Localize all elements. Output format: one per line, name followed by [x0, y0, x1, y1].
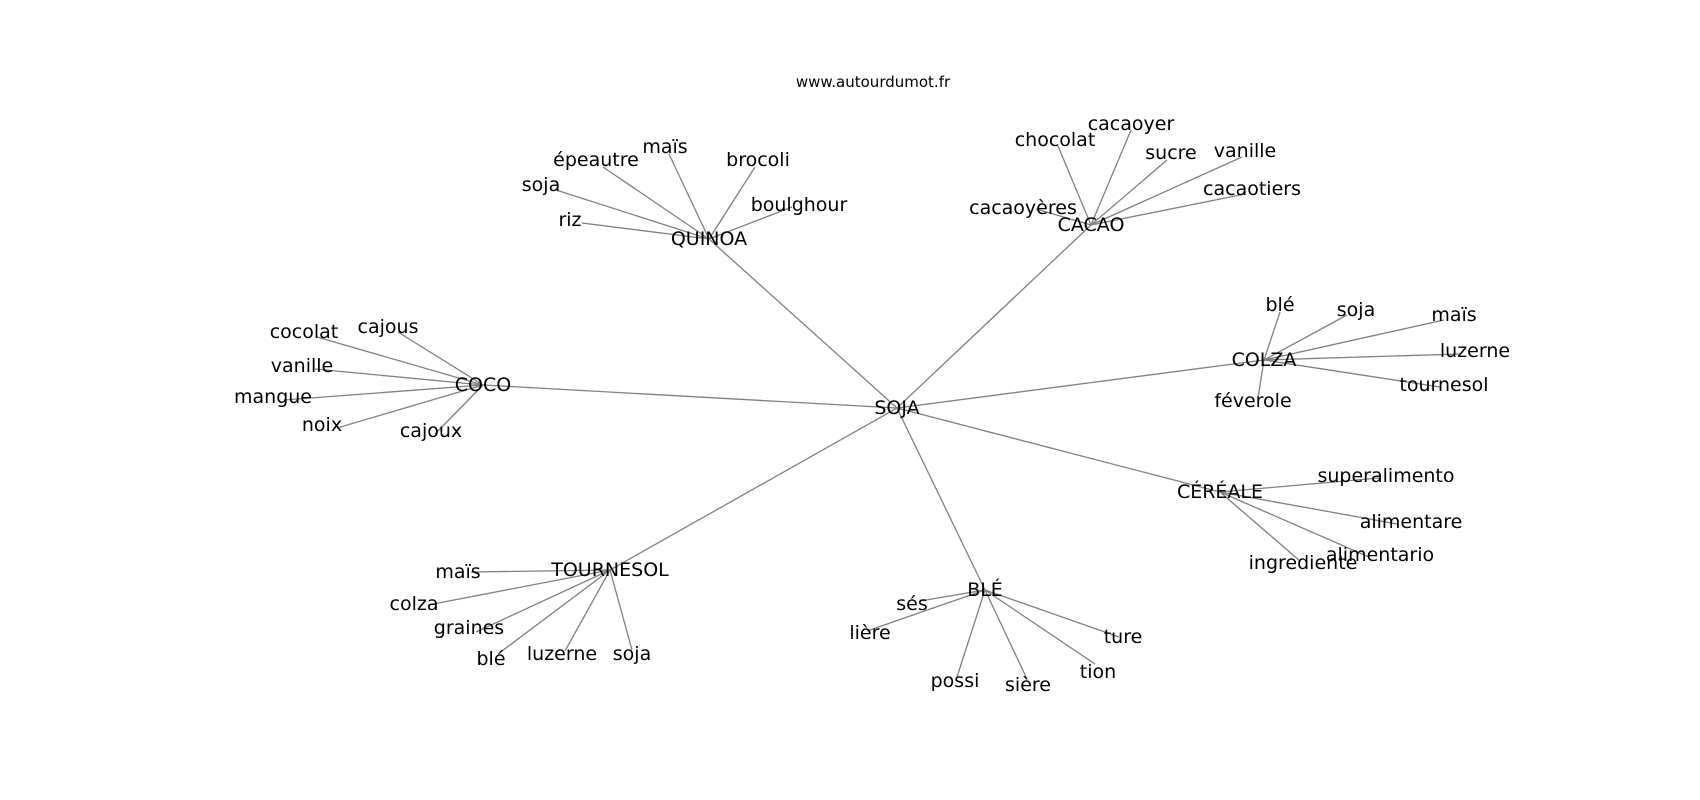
edge-hub-to-leaf	[956, 589, 986, 678]
leaf-node-label: superalimento	[1317, 465, 1454, 487]
edge-center-to-hub	[896, 359, 1265, 409]
leaf-node-label: tournesol	[1399, 374, 1488, 396]
leaf-node-label: sière	[1005, 674, 1051, 696]
hub-node-label: COCO	[455, 374, 511, 396]
edge-hub-to-leaf	[470, 569, 611, 573]
leaf-node-label: boulghour	[751, 194, 848, 216]
edge-hub-to-leaf	[866, 589, 986, 632]
edge-hub-to-leaf	[1090, 159, 1168, 226]
leaf-node-label: colza	[390, 593, 439, 615]
leaf-node-label: noix	[302, 414, 342, 436]
edge-hub-to-leaf	[555, 189, 710, 240]
leaf-node-label: riz	[558, 209, 581, 231]
hub-node-label: QUINOA	[671, 228, 747, 250]
leaf-node-label: ingrediente	[1249, 552, 1358, 574]
edge-hub-to-leaf	[1263, 359, 1441, 388]
edge-hub-to-leaf	[434, 384, 484, 435]
hub-node-label: COLZA	[1232, 349, 1297, 371]
graph-labels: www.autourdumot.fr SOJA QUINOA riz soja épea…	[234, 73, 1510, 696]
edge-hub-to-leaf	[1219, 477, 1380, 493]
leaf-node-label: sucre	[1145, 142, 1196, 164]
leaf-node-label: cacaotiers	[1203, 178, 1301, 200]
leaf-node-label: soja	[613, 643, 651, 665]
edge-hub-to-leaf	[919, 589, 986, 602]
edge-center-to-hub	[896, 407, 986, 591]
edge-hub-to-leaf	[427, 569, 611, 606]
leaf-node-label: sés	[896, 593, 928, 615]
leaf-node-label: vanille	[271, 355, 333, 377]
graph-edges	[283, 129, 1461, 680]
edge-hub-to-leaf	[708, 206, 793, 240]
leaf-node-label: alimentario	[1326, 544, 1434, 566]
leaf-node-label: cocolat	[270, 321, 339, 343]
leaf-node-label: blé	[1265, 294, 1294, 316]
edge-hub-to-leaf	[1219, 491, 1370, 558]
edge-hub-to-leaf	[314, 368, 484, 386]
edge-hub-to-leaf	[1263, 314, 1348, 361]
edge-hub-to-leaf	[336, 384, 484, 429]
edge-center-to-hub	[482, 384, 898, 409]
edge-hub-to-leaf	[316, 336, 484, 386]
leaf-node-label: maïs	[1431, 304, 1476, 326]
center-node-label: SOJA	[874, 397, 919, 419]
edge-hub-to-leaf	[602, 166, 710, 240]
leaf-node-label: ture	[1104, 626, 1143, 648]
leaf-node-label: possi	[931, 670, 980, 692]
leaf-node-label: brocoli	[726, 149, 790, 171]
edge-hub-to-leaf	[1219, 491, 1301, 562]
edge-hub-to-leaf	[708, 166, 756, 240]
edge-center-to-hub	[896, 224, 1092, 409]
edge-hub-to-leaf	[497, 569, 611, 655]
hub-node-label: TOURNESOL	[550, 559, 669, 581]
edge-hub-to-leaf	[984, 589, 1096, 665]
leaf-node-label: cacaoyères	[969, 197, 1077, 219]
leaf-node-label: vanille	[1214, 140, 1276, 162]
leaf-node-label: tion	[1080, 661, 1116, 683]
hub-node-label: CÉRÉALE	[1177, 480, 1263, 503]
edge-hub-to-leaf	[1090, 129, 1132, 226]
leaf-node-label: luzerne	[1440, 340, 1510, 362]
edge-hub-to-leaf	[397, 331, 484, 386]
edge-hub-to-leaf	[1263, 319, 1445, 361]
leaf-node-label: maïs	[642, 136, 687, 158]
leaf-node-label: cajoux	[400, 420, 462, 442]
leaf-node-label: lière	[849, 622, 890, 644]
edge-hub-to-leaf	[984, 589, 1028, 680]
edge-hub-to-leaf	[581, 222, 710, 240]
leaf-node-label: luzerne	[527, 643, 597, 665]
edge-hub-to-leaf	[1219, 491, 1398, 525]
edge-hub-to-leaf	[609, 569, 633, 651]
edge-hub-to-leaf	[668, 153, 710, 240]
leaf-node-label: blé	[476, 648, 505, 670]
leaf-node-label: mangue	[234, 386, 312, 408]
leaf-node-label: graines	[434, 617, 504, 639]
leaf-node-label: soja	[522, 174, 560, 196]
edge-hub-to-leaf	[1090, 193, 1246, 226]
edge-hub-to-leaf	[1257, 359, 1265, 399]
edge-hub-to-leaf	[475, 569, 611, 633]
edge-center-to-hub	[609, 407, 898, 571]
edge-hub-to-leaf	[1035, 208, 1092, 226]
hub-node-label: CACAO	[1058, 214, 1125, 236]
leaf-node-label: épeautre	[553, 149, 639, 171]
leaf-node-label: féverole	[1214, 390, 1291, 412]
leaf-node-label: cajous	[358, 316, 419, 338]
edge-hub-to-leaf	[564, 569, 611, 652]
leaf-node-label: soja	[1337, 299, 1375, 321]
site-url-title: www.autourdumot.fr	[796, 73, 951, 91]
leaf-node-label: alimentare	[1360, 511, 1463, 533]
leaf-node-label: maïs	[435, 561, 480, 583]
edge-hub-to-leaf	[984, 589, 1120, 638]
edge-hub-to-leaf	[1263, 353, 1461, 361]
edge-hub-to-leaf	[1090, 156, 1243, 226]
leaf-node-label: chocolat	[1015, 129, 1096, 151]
edge-center-to-hub	[896, 407, 1221, 493]
leaf-node-label: cacaoyer	[1088, 113, 1175, 135]
edge-hub-to-leaf	[1263, 311, 1281, 361]
hub-node-label: BLÉ	[967, 578, 1003, 601]
edge-hub-to-leaf	[283, 384, 484, 401]
edge-center-to-hub	[708, 238, 898, 409]
edge-hub-to-leaf	[1057, 145, 1092, 226]
